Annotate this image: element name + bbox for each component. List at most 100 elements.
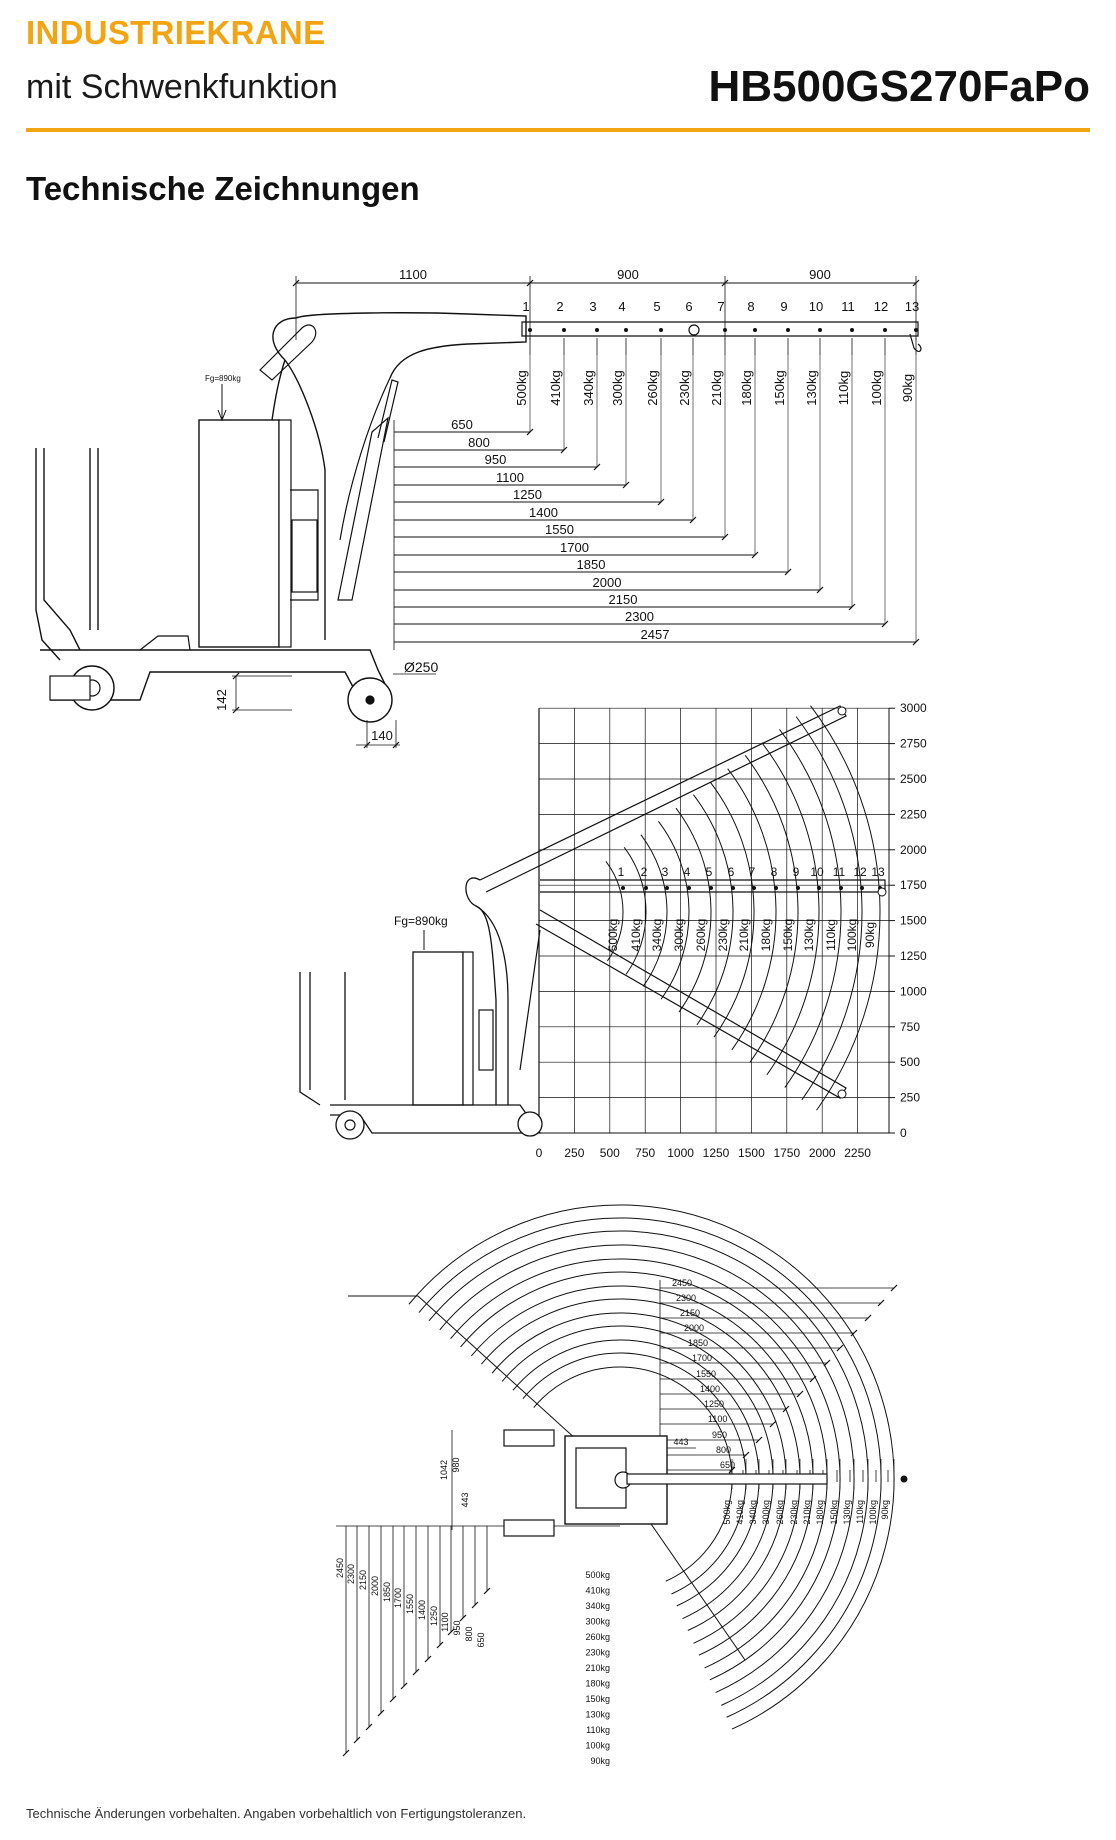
dim-tick [823,1359,831,1367]
mast-slot [259,324,317,381]
load-label: 180kg [815,1500,825,1525]
load-label: 410kg [735,1500,745,1525]
position-number: 9 [793,865,800,879]
swing-arc [491,1312,787,1631]
hook-point [595,328,599,332]
boom-extension [521,321,919,337]
position-number: 3 [589,299,596,314]
weight-label: Fg=890kg [205,374,241,383]
swing-arc [727,768,777,1051]
radius-dim-label: 2000 [684,1323,704,1333]
position-number: 12 [874,299,888,314]
radius-dim-label: 1250 [429,1606,439,1626]
boom-tip [877,887,887,897]
y-tick-label: 750 [900,1020,920,1034]
position-number: 6 [685,299,692,314]
dim-tick [782,1405,790,1413]
load-label: 340kg [585,1601,610,1611]
dim-tick [728,1466,736,1474]
boom-horizontal [540,879,886,893]
cylinder-rod [377,379,399,443]
boom-top [626,1473,828,1485]
counterweight [412,951,464,1106]
load-label: 410kg [585,1586,610,1596]
x-tick-label: 750 [635,1146,655,1160]
hook-point [687,886,691,890]
radius-dim-label: 2300 [346,1564,356,1584]
dim-tick [850,1329,858,1337]
position-number: 8 [771,865,778,879]
load-label: 260kg [585,1632,610,1642]
hook-point [752,886,756,890]
dim-tick [363,741,371,749]
load-label: 500kg [606,919,620,952]
boom-tip [900,1475,908,1483]
load-label: 90kg [880,1500,890,1520]
position-number: 7 [717,299,724,314]
dim-tick [389,1695,397,1703]
reach-dim-label: 1850 [577,557,606,572]
position-number: 2 [641,865,648,879]
swing-arc [640,834,668,987]
y-tick-label: 2250 [900,807,927,821]
load-label: 500kg [722,1500,732,1525]
radius-dim-label: 1100 [440,1612,450,1631]
load-label: 210kg [585,1663,610,1673]
reach-dim-label: 2457 [641,627,670,642]
dim-tick [377,1709,385,1717]
y-tick-label: 2500 [900,772,927,786]
dim-tick [755,1436,763,1444]
hook-point [709,886,713,890]
dim-tick [412,1668,420,1676]
load-label: 90kg [863,922,877,948]
swing-arc [439,1244,855,1694]
radius-dim-label: 650 [720,1460,735,1470]
reach-dim-label: 1700 [560,540,589,555]
y-tick-label: 3000 [900,701,927,715]
reach-dim-label: 2150 [609,592,638,607]
y-tick-label: 250 [900,1091,920,1105]
dim-tick [400,1682,408,1690]
mast-front [475,905,509,1105]
dim-tick [864,1314,872,1322]
dim-tick [353,1736,361,1744]
position-number: 2 [556,299,563,314]
load-label: 230kg [585,1648,610,1658]
x-tick-label: 2000 [809,1146,836,1160]
dim-tick [232,672,240,680]
radius-dim-label: 2000 [370,1576,380,1596]
load-label: 230kg [716,919,730,952]
header-divider [26,128,1090,132]
swing-arc [658,821,690,1000]
swing-arc [418,1217,882,1718]
dim-label: 980 [451,1457,461,1472]
swing-arc [605,860,624,962]
dim-label: 1100 [399,267,427,282]
hydraulic-cylinder [337,416,389,601]
radius-dim-label: 1550 [696,1369,716,1379]
chassis-bracket [139,635,191,651]
hook-point [850,328,854,332]
dim-tick [342,1749,350,1757]
load-label: 230kg [677,370,692,405]
hook-point [644,886,648,890]
position-number: 1 [618,865,625,879]
load-label: 110kg [836,371,851,405]
counterweight-top [575,1447,627,1509]
reach-dim-label: 1550 [545,522,574,537]
reach-dim-label: 650 [451,417,473,432]
radius-dim-label: 1400 [700,1384,720,1394]
boom-arm [295,312,527,379]
hook-point [624,328,628,332]
x-tick-label: 1250 [703,1146,730,1160]
radius-dim-label: 1850 [382,1582,392,1602]
load-label: 260kg [694,919,708,952]
load-label: 180kg [759,919,773,952]
top-view-drawing: 90kg100kg110kg130kg150kg180kg210kg230kg2… [335,1204,908,1766]
battery-housing [290,489,319,601]
hook-point [839,886,843,890]
counterweight [198,419,280,648]
load-label: 110kg [824,919,838,951]
radius-dim-label: 1100 [708,1414,727,1424]
